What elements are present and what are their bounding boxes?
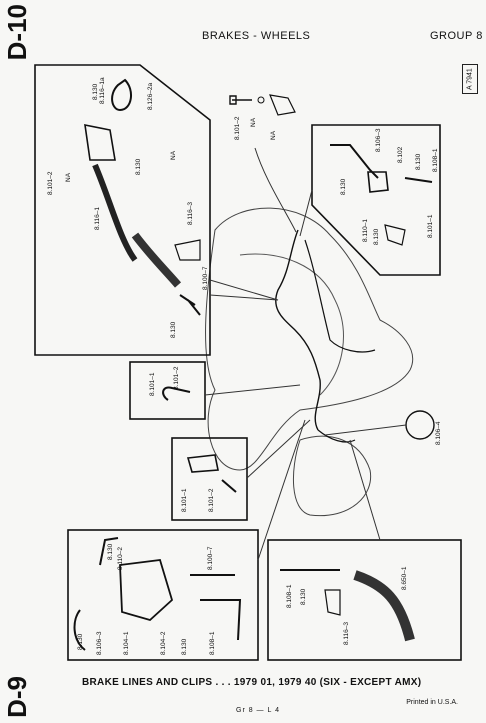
section-title: BRAKES - WHEELS	[202, 30, 311, 42]
master-block	[119, 559, 174, 622]
rear-frame-rail	[292, 435, 372, 517]
panel-grommet	[405, 410, 435, 440]
label-bl-106-3: 8.106–3	[96, 631, 103, 655]
line-mc-right	[190, 574, 242, 641]
leader-front-right	[299, 189, 313, 237]
label-bl-104-1: 8.104–1	[123, 631, 130, 655]
page-code: Gr 8 — L 4	[236, 707, 280, 714]
page-number-bottom: D-9	[2, 676, 32, 718]
figure-caption: BRAKE LINES AND CLIPS . . . 1979 01, 197…	[82, 677, 422, 688]
clip-tc	[269, 94, 296, 116]
label-bl-130c: 8.130	[181, 638, 188, 655]
leader-rear-hose	[349, 439, 381, 541]
vehicle-floor	[239, 253, 344, 396]
label-tl-130b: 8.130	[135, 158, 142, 175]
leader-master	[257, 419, 306, 561]
screw-b	[221, 479, 237, 493]
bolt-tc	[229, 95, 252, 105]
leader-top-center	[254, 147, 297, 233]
clip-b-shape	[186, 454, 219, 473]
label-tl-na1: NA	[170, 150, 177, 160]
label-br-130: 8.130	[300, 588, 307, 605]
label-tl-100-7: 8.100–7	[202, 266, 209, 290]
brake-line-rear	[317, 429, 356, 443]
washer-tc	[257, 96, 265, 104]
brake-line-secondary	[304, 239, 376, 353]
fitting-fl	[179, 294, 201, 316]
label-tc-na1: NA	[250, 117, 257, 127]
line-mc-top	[99, 537, 119, 566]
label-ml-101-2: 8.101–2	[173, 366, 180, 390]
label-tl-130a: 8.130	[92, 83, 99, 100]
block-fr	[367, 171, 389, 193]
printed-note: Printed in U.S.A.	[406, 699, 458, 706]
label-ml-101-1: 8.101–1	[149, 372, 156, 396]
label-tr-106-3: 8.106–3	[375, 128, 382, 152]
clip-fr	[384, 224, 406, 246]
label-bl-108-1: 8.108–1	[209, 631, 216, 655]
vehicle-outline	[205, 207, 414, 471]
label-br-108-1: 8.108–1	[286, 584, 293, 608]
flex-hose-front	[92, 163, 138, 262]
leader-front-left	[209, 279, 279, 301]
leader-clip-b	[246, 419, 311, 479]
panel-rear-hose	[267, 539, 462, 661]
label-tl-126-2a: 8.126–2a	[147, 83, 154, 110]
label-tr-130a: 8.130	[415, 153, 422, 170]
label-tl-116-1: 8.116–1	[94, 207, 101, 230]
group-label: GROUP 8	[430, 30, 483, 42]
flex-hose-lower	[131, 232, 182, 288]
label-tr-110-1: 8.110–1	[362, 219, 369, 242]
panel-front-left	[34, 64, 211, 356]
label-bl-100-7: 8.100–7	[207, 546, 214, 570]
label-mc-101-2: 8.101–2	[208, 488, 215, 512]
label-tl-116-3: 8.116–3	[187, 202, 194, 225]
label-bl-130a: 8.130	[107, 543, 114, 560]
label-tl-116-1a: 8.116–1a	[99, 77, 106, 104]
label-mc-101-1: 8.101–1	[181, 488, 188, 512]
bracket-fl	[84, 123, 116, 161]
brake-line-loop	[111, 78, 132, 112]
panel-clip-a	[129, 361, 206, 420]
label-tr-130c: 8.130	[373, 228, 380, 245]
label-br-650-1: 8.650–1	[401, 566, 408, 590]
leader-clip-a	[204, 384, 301, 396]
label-bl-104-2: 8.104–2	[160, 631, 167, 655]
label-tc-na2: NA	[270, 130, 277, 140]
fitting-fr	[404, 177, 433, 183]
panel-master-cyl-left	[67, 529, 259, 661]
label-bl-110-2: 8.110–2	[117, 547, 124, 570]
rear-clip	[324, 589, 341, 616]
label-tl-na2: NA	[65, 172, 72, 182]
panel-clip-b	[171, 437, 248, 521]
label-tl-101-2: 8.101–2	[47, 171, 54, 195]
label-bl-130b: 8.130	[77, 633, 84, 650]
clip-fl	[174, 239, 201, 261]
label-tr-130b: 8.130	[340, 178, 347, 195]
label-tr-102: 8.102	[397, 146, 404, 163]
brake-line-main	[275, 229, 321, 431]
rear-hose	[353, 570, 415, 642]
line-mc-left	[73, 609, 86, 651]
label-tr-108-1: 8.108–1	[432, 148, 439, 172]
line-fr	[330, 144, 379, 179]
label-br-116-3: 8.116–3	[343, 622, 350, 645]
label-mr-106-4: 8.106–4	[435, 421, 442, 445]
label-tl-130c: 8.130	[170, 321, 177, 338]
label-tc-101-2: 8.101–2	[234, 116, 241, 140]
clip-a-shape	[162, 386, 191, 401]
label-tr-101-1: 8.101–1	[427, 214, 434, 238]
leader-grommet	[324, 424, 407, 436]
